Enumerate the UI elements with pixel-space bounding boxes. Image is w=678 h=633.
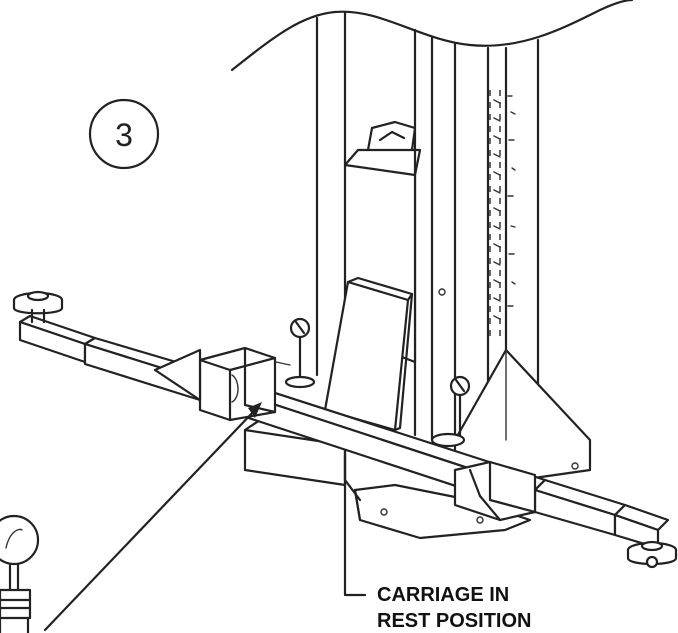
lift-column [230, 0, 634, 442]
callout-label: CARRIAGE IN REST POSITION [377, 584, 531, 632]
step-indicator: 3 [88, 98, 160, 170]
carriage-plate [323, 276, 414, 432]
arm-lock-pin-left [284, 317, 316, 389]
left-lift-pad [12, 290, 64, 324]
callout-line-1: CARRIAGE IN [377, 584, 509, 606]
callout-line-2: REST POSITION [377, 610, 531, 632]
right-lift-pad [626, 540, 678, 569]
callout-leader-line [343, 453, 367, 597]
arm-lock-pin-right [430, 375, 471, 448]
step-number: 3 [115, 117, 133, 153]
detail-lock-pin [0, 514, 40, 633]
leader-line-detail [43, 402, 262, 632]
lift-arm [18, 314, 670, 550]
